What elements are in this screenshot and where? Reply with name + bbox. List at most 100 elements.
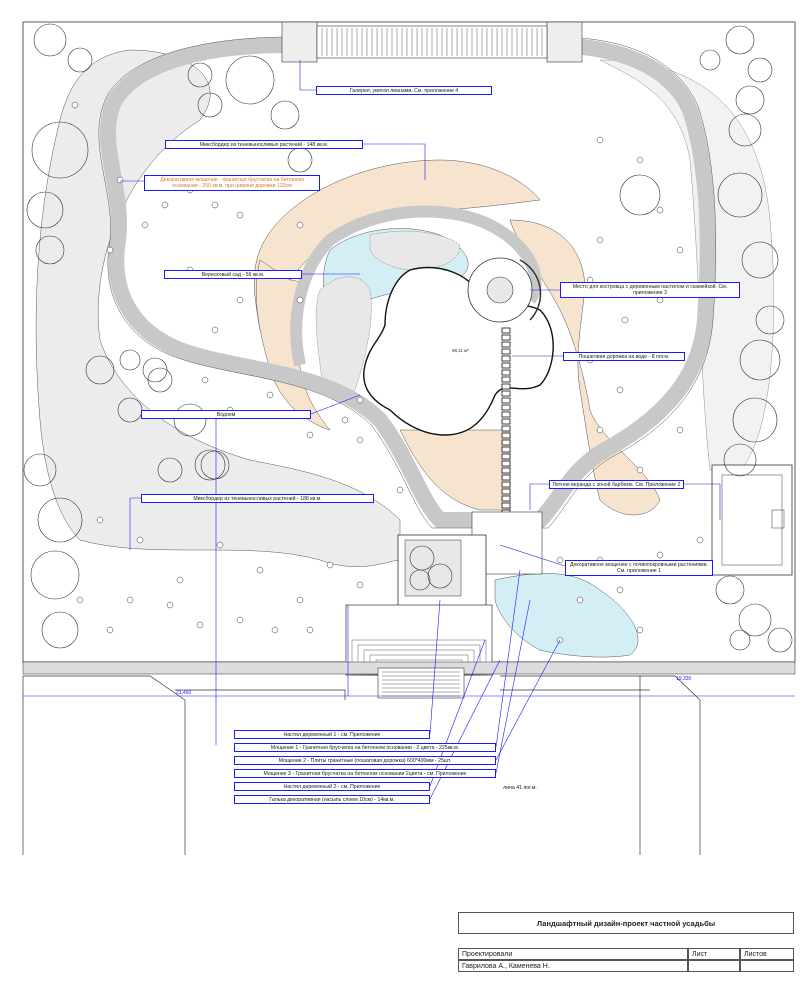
shrub: [676, 246, 684, 254]
tree: [142, 357, 168, 383]
label-line41: лина 41 пог.м.: [480, 784, 560, 793]
tree: [23, 453, 57, 487]
tree: [270, 100, 300, 130]
plaza-circle-3: [409, 569, 431, 591]
label-deck2: Настил деревянный 2 - см. Приложение: [234, 782, 430, 791]
stepping-stone: [501, 355, 511, 362]
shrub: [356, 396, 364, 404]
label-summer-veranda: Летняя веранда с зоной барбекю. См. Прил…: [549, 480, 684, 489]
shrub: [356, 436, 364, 444]
shrub: [341, 416, 349, 424]
tree: [30, 550, 80, 600]
tree: [173, 403, 207, 437]
house-outline: [23, 675, 701, 855]
shrub: [236, 616, 244, 624]
shrub: [196, 621, 204, 629]
pergola-post-right: [546, 21, 583, 63]
shrub: [201, 376, 209, 384]
label-decor-paving-pockets: Декоративное мощение с почвопокровными р…: [565, 560, 713, 576]
label-heather-garden: Вересковый сад - 56 кв.м.: [164, 270, 302, 279]
shrub: [136, 536, 144, 544]
stamp-sheets-label: Листов: [740, 948, 794, 960]
tree: [735, 85, 765, 115]
shrub: [621, 316, 629, 324]
tree: [699, 49, 721, 71]
label-decor-paving: Декоративное мощение - гранитная брусчат…: [144, 175, 320, 191]
plaza-circle-2: [427, 563, 453, 589]
stepping-stone: [501, 439, 511, 446]
leader-line: [684, 483, 721, 520]
firepit-inner: [486, 276, 514, 304]
label-paving1: Мощение 1 - Гранитная брусчатка на бетон…: [234, 743, 496, 752]
stepping-stone: [501, 397, 511, 404]
label-gallery: Галерея, увитая лианами. См. приложение …: [316, 86, 492, 95]
shrub: [356, 581, 364, 589]
tree: [157, 457, 183, 483]
shrub: [396, 486, 404, 494]
gravel-dotted-top: [369, 230, 461, 271]
tree: [732, 397, 778, 443]
stepping-stone: [501, 481, 511, 488]
label-gravel: Галька декоративная (насыпь слоем 10см) …: [234, 795, 430, 804]
label-deck1: Настил деревянный 1 - см. Приложение: [234, 730, 430, 739]
stepping-stone: [501, 446, 511, 453]
stepping-stone: [501, 334, 511, 341]
leader-line: [495, 639, 561, 761]
shrub: [596, 426, 604, 434]
shrub: [296, 296, 304, 304]
pergola-slats: [321, 28, 543, 56]
shrub: [126, 596, 134, 604]
shrub: [71, 101, 79, 109]
shrub: [236, 211, 244, 219]
shrub: [306, 431, 314, 439]
tree: [738, 603, 772, 637]
shrub: [271, 626, 279, 634]
tree: [31, 121, 89, 179]
stepping-stone: [501, 383, 511, 390]
house-inner-walls: [175, 689, 650, 700]
stepping-stone: [501, 418, 511, 425]
shrub: [236, 296, 244, 304]
shrub: [166, 601, 174, 609]
tree: [67, 47, 93, 73]
shrub: [266, 391, 274, 399]
tree: [723, 443, 757, 477]
shrub: [576, 596, 584, 604]
tree: [767, 627, 793, 653]
tree: [725, 25, 755, 55]
shrub: [636, 466, 644, 474]
stepping-stone: [501, 341, 511, 348]
shrub: [616, 586, 624, 594]
stepping-stone: [501, 348, 511, 355]
leader-line: [310, 394, 361, 415]
shrub: [616, 386, 624, 394]
tree: [197, 92, 223, 118]
stepping-stone: [501, 390, 511, 397]
stepping-stone: [501, 411, 511, 418]
shrub: [161, 201, 169, 209]
water-lower: [494, 573, 639, 658]
firepit-bench: [519, 259, 542, 321]
stepping-stone: [501, 467, 511, 474]
shrub: [656, 551, 664, 559]
trees: [23, 23, 793, 653]
label-paving2: Мощение 2 - Плиты гранитные (пошаговая д…: [234, 756, 496, 765]
house-steps: [377, 667, 465, 699]
tree: [194, 449, 226, 481]
stepping-stone: [501, 376, 511, 383]
leader-line: [495, 569, 521, 748]
shrub: [211, 201, 219, 209]
tree: [41, 611, 79, 649]
shrub: [596, 236, 604, 244]
tree: [747, 57, 773, 83]
stepping-stone: [501, 369, 511, 376]
pergola-post-left: [281, 21, 318, 63]
beige-bed-bottom: [399, 429, 511, 511]
stamp-designed-label: Проектировали: [458, 948, 688, 960]
shrub: [106, 246, 114, 254]
stepping-stone: [501, 453, 511, 460]
leader-line: [529, 483, 549, 510]
tree: [26, 191, 64, 229]
shrub: [326, 561, 334, 569]
